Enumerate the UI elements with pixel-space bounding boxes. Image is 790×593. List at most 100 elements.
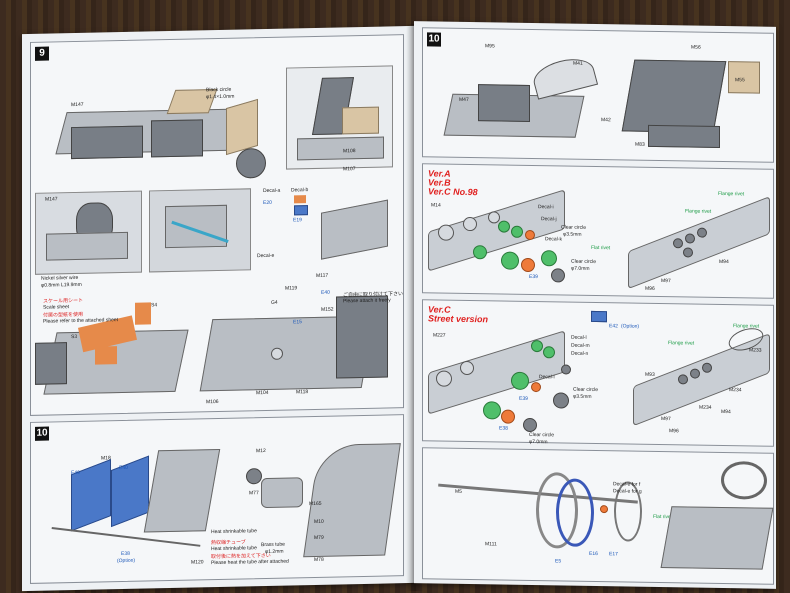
decal-green-a4 — [501, 251, 519, 270]
side-panel-drawing-c — [428, 330, 568, 415]
version-abc-panel: Ver.A Ver.B Ver.C No.98 M14 Decal-i Deca… — [422, 163, 774, 299]
code-m18: M18 — [101, 455, 111, 462]
code-m152: M152 — [321, 306, 334, 313]
code-m79: M79 — [314, 534, 324, 541]
clear-circle-a — [551, 268, 565, 283]
code-m108: M108 — [343, 148, 356, 155]
decal-e-label: Decal-e — [257, 252, 275, 260]
code-m47: M47 — [459, 96, 469, 104]
decal-b-swatch — [294, 205, 308, 216]
code-m10: M10 — [314, 518, 324, 525]
clear-circle-label-a1: Clear circle — [561, 224, 587, 231]
code-m107: M107 — [343, 166, 356, 173]
code-e38-p10: E38 — [121, 550, 130, 558]
code-e16: E16 — [589, 550, 598, 558]
code-m117: M117 — [316, 272, 329, 279]
step-10-left-panel: 10 M18 E49 E40 E38 (Option) M120 Heat sh… — [30, 414, 404, 584]
decal-orange-a1 — [525, 229, 535, 241]
cockpit-top-drawing — [618, 39, 768, 156]
code-e49: E49 — [71, 469, 80, 477]
clear-circle-label-c2: Clear circle — [529, 431, 555, 439]
code-e5: E5 — [555, 558, 562, 565]
decal-green-c1 — [531, 339, 543, 353]
code-m83: M83 — [635, 141, 645, 148]
decal-a-swatch — [294, 195, 306, 204]
code-m147-top: M147 — [71, 101, 84, 109]
code-m97-c: M97 — [661, 416, 671, 423]
option-decal-swatch — [591, 310, 607, 323]
clear-circle-c2 — [553, 392, 569, 409]
side-panel-drawing-b — [623, 192, 771, 290]
decal-a-label: Decal-a — [263, 187, 281, 195]
right-page: 10 M95 M41 M47 M42 M56 M83 M55 Ver.A Ver… — [414, 21, 776, 589]
code-m56: M56 — [691, 44, 701, 51]
code-m97-a: M97 — [661, 278, 671, 285]
dim-70-a: φ7.0mm — [571, 265, 590, 272]
code-m77: M77 — [249, 490, 259, 497]
code-m165: M165 — [309, 500, 322, 508]
decal-m-label: Decal-m — [571, 342, 590, 349]
dim-35-c: φ3.5mm — [573, 393, 592, 400]
decal-l-label: Decal-l — [571, 334, 587, 341]
decal-n-label: Decal-n — [571, 350, 589, 357]
decal-green-c4 — [483, 401, 501, 420]
code-m78: M78 — [314, 556, 324, 563]
decal-orange-c2 — [531, 381, 541, 393]
dim-70-c: φ7.0mm — [529, 438, 548, 446]
code-e20: E20 — [263, 199, 272, 207]
brass-tube-label: Brass tube — [261, 541, 285, 549]
clear-circle-label-c1: Clear circle — [573, 386, 599, 394]
chassis-rear-drawing — [51, 68, 266, 182]
code-m120: M120 — [191, 559, 204, 566]
decal-k-label: Decal-k — [545, 236, 562, 243]
code-m41: M41 — [573, 60, 583, 67]
code-s4: S4 — [151, 302, 158, 309]
flange-rivet-c1: Flange rivet — [733, 323, 760, 330]
linkage-detail-box — [149, 188, 251, 273]
flange-rivet-a2: Flange rivet — [685, 208, 712, 215]
code-m106: M106 — [206, 398, 219, 406]
code-m93: M93 — [645, 371, 655, 378]
decal-orange-a2 — [521, 257, 535, 273]
code-m96-a: M96 — [645, 285, 655, 292]
decal-j-label: Decal-j — [541, 216, 557, 223]
decal-e-for-g: Decal-e for g — [613, 488, 642, 495]
code-m111: M111 — [485, 541, 497, 548]
code-m96-c: M96 — [669, 428, 679, 435]
code-e42: E42 — [609, 323, 618, 330]
code-g4: G4 — [271, 299, 278, 306]
street-version-title: Street version — [428, 313, 489, 325]
code-m147-mid: M147 — [45, 196, 58, 203]
version-c-street-panel: Ver.C Street version E42 (Option) M227 D… — [422, 299, 774, 447]
decal-b-label: Decal-b — [291, 187, 309, 194]
decal-green-c2 — [543, 346, 555, 359]
code-m42: M42 — [601, 117, 611, 124]
attach-freely-en: Please attach it freely — [343, 297, 391, 305]
scale-sheet-en: Scale sheet — [43, 304, 70, 311]
code-m118: M118 — [296, 389, 309, 396]
step-9-panel: 9 Black circle φ1.4×1.0mm M147 M108 M107 — [30, 34, 404, 416]
code-e15: E15 — [293, 319, 302, 326]
dashboard-wheel-drawing — [660, 456, 774, 580]
code-m234-1: M234 — [729, 387, 742, 394]
decal-green-a5 — [541, 250, 557, 267]
code-e38-c: E38 — [499, 425, 508, 432]
code-e39-a: E39 — [529, 273, 538, 281]
decal-l-label-2: Decal-l — [539, 374, 555, 381]
code-m94-c: M94 — [721, 408, 731, 416]
seat-box-drawing — [311, 185, 393, 267]
code-e17: E17 — [609, 551, 618, 558]
brass-tube-dim: φ1.2mm — [265, 548, 284, 556]
instruction-booklet-spread: 9 Black circle φ1.4×1.0mm M147 M108 M107 — [22, 21, 777, 592]
flange-rivet-a1: Flange rivet — [718, 190, 745, 198]
dim-35-a: φ3.5mm — [563, 231, 582, 238]
clear-circle-c1 — [561, 364, 571, 375]
step-10-right-panel: 10 M95 M41 M47 M42 M56 M83 M55 — [422, 27, 774, 163]
black-circle-callout: Black circle — [206, 86, 232, 94]
code-e19: E19 — [293, 217, 302, 224]
code-m234-2: M234 — [699, 404, 712, 411]
left-page: 9 Black circle φ1.4×1.0mm M147 M108 M107 — [22, 25, 414, 592]
pedal-detail-box — [35, 190, 142, 275]
decal-green-a3 — [473, 245, 487, 260]
code-e39-c: E39 — [519, 395, 528, 402]
